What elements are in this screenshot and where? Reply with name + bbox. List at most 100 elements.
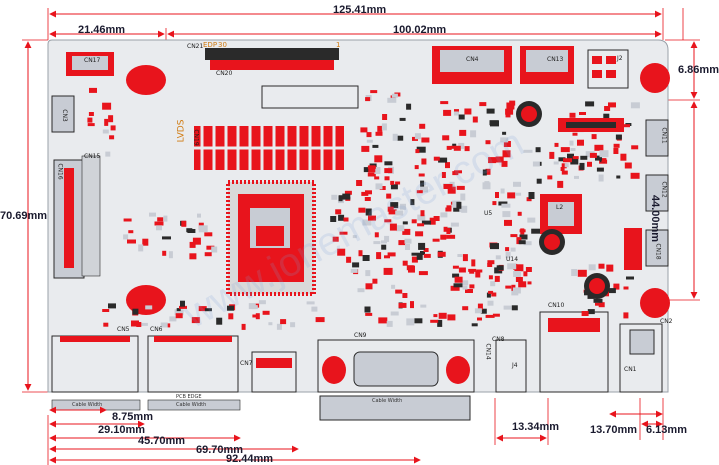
smd-pad (416, 190, 423, 194)
smd-pad (206, 245, 215, 250)
smd-pad (103, 322, 109, 327)
smd-pad (365, 270, 371, 277)
smd-pad (523, 241, 532, 246)
smd-pad (123, 234, 129, 240)
smd-pad (198, 306, 207, 312)
smd-pad (396, 225, 405, 232)
smd-pad (485, 314, 495, 318)
smd-pad (487, 260, 495, 265)
smd-pad (517, 211, 522, 216)
smd-pad (123, 218, 132, 222)
smd-pad (356, 180, 363, 186)
smd-pad (387, 206, 394, 212)
smd-pad (368, 165, 376, 173)
smd-pad (87, 117, 93, 123)
smd-pad (268, 322, 273, 326)
smd-pad (462, 285, 468, 290)
smd-pad (488, 275, 493, 280)
smd-pad (464, 108, 472, 115)
smd-pad (395, 210, 404, 216)
smd-pad (514, 264, 524, 272)
smd-pad (389, 223, 397, 231)
smd-pad (535, 147, 541, 153)
smd-pad (515, 192, 522, 196)
smd-pad (166, 323, 171, 328)
smd-pad (490, 243, 499, 250)
smd-pad (384, 219, 392, 223)
smd-pad (491, 292, 497, 297)
smd-pad (139, 322, 148, 326)
u5-label: U5 (484, 210, 493, 217)
smd-pad (332, 236, 339, 242)
smd-pad (174, 309, 184, 316)
smd-pad (446, 228, 451, 234)
smd-pad (593, 298, 603, 303)
smd-pad (505, 108, 514, 115)
smd-pad (145, 305, 153, 310)
smd-pad (197, 213, 201, 218)
smd-pad (485, 168, 491, 175)
smd-pad (342, 193, 351, 200)
smd-pad (587, 309, 595, 315)
smd-pad (411, 219, 417, 224)
smd-pad (488, 157, 497, 164)
smd-pad (364, 197, 371, 201)
smd-pad (433, 216, 440, 221)
smd-pad (557, 180, 564, 188)
dim-69-70-label: 69.70mm (196, 444, 244, 456)
smd-pad (386, 193, 392, 199)
smd-pad (402, 260, 408, 266)
smd-pad (361, 191, 369, 196)
smd-pad (181, 220, 187, 227)
smd-pad (486, 292, 491, 298)
smd-pad (505, 247, 510, 252)
smd-pad (477, 317, 482, 321)
smd-pad (372, 278, 378, 284)
smd-pad (613, 148, 619, 154)
smd-pad (192, 237, 201, 245)
smd-pad (416, 253, 423, 260)
smd-pad (162, 250, 167, 256)
smd-pad (443, 226, 448, 232)
total-width-label: 125.41mm (333, 4, 387, 16)
smd-pad (104, 118, 109, 126)
top-connectors (66, 46, 629, 89)
smd-pad (352, 262, 360, 268)
smd-pad (453, 207, 461, 212)
smd-pad (306, 301, 315, 305)
smd-pad (365, 97, 371, 102)
smd-pad (411, 252, 421, 256)
smd-pad (620, 153, 627, 161)
smd-pad (563, 148, 569, 152)
cn13-label: CN13 (547, 56, 564, 63)
smd-pad (507, 192, 516, 199)
cn8-label: CN8 (492, 336, 505, 343)
smd-pad (417, 214, 426, 221)
pin30-label: 30 (218, 41, 227, 49)
smd-pad (595, 155, 602, 161)
smd-pad (331, 194, 338, 200)
smd-pad (506, 102, 515, 110)
smd-pad (523, 149, 533, 153)
u14-label: U14 (506, 256, 519, 263)
smd-pad (492, 201, 497, 206)
dimension-lines (24, 10, 698, 464)
smd-pad (487, 300, 494, 306)
smd-pad (157, 217, 164, 222)
smd-pad (357, 288, 365, 293)
smd-pad (440, 101, 449, 105)
smd-pad (421, 137, 430, 143)
smd-pad (458, 267, 466, 273)
smd-pad (381, 123, 387, 131)
smd-pad (474, 308, 482, 314)
dim-8-75-label: 8.75mm (112, 411, 153, 423)
smd-pad (344, 190, 352, 195)
smd-pad (457, 254, 463, 257)
smd-pad (447, 186, 456, 194)
smd-pad (503, 305, 512, 310)
dim-92-44-label: 92.44mm (226, 453, 274, 465)
cn4-label: CN4 (466, 56, 479, 63)
cn17-label: CN17 (84, 57, 101, 64)
cn2-label: CN2 (660, 318, 673, 325)
smd-pad (373, 241, 381, 245)
